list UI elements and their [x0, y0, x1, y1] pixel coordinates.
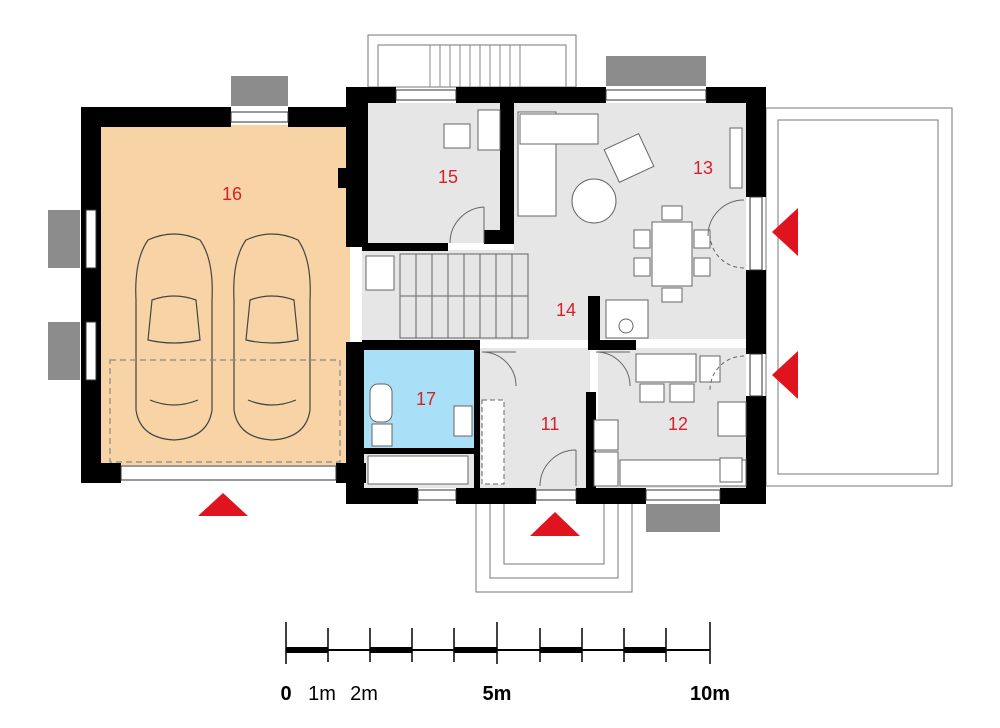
windows — [48, 56, 763, 532]
room-16-floor — [97, 125, 350, 465]
doors — [449, 199, 745, 487]
scale-label-2m: 2m — [350, 683, 378, 705]
entrance-arrow-kitchen — [772, 351, 798, 399]
furniture — [365, 109, 747, 487]
room-label-16: 16 — [222, 184, 242, 204]
scale-bar: 0 1m 2m 5m 10m — [280, 622, 730, 705]
scale-label-5m: 5m — [483, 683, 512, 705]
room-14-floor — [362, 250, 590, 340]
room-label-17: 17 — [416, 389, 436, 409]
scale-label-1m: 1m — [308, 683, 336, 705]
entrance-arrows — [198, 208, 798, 536]
entrance-arrow-front — [530, 512, 580, 536]
entrance-arrow-garage — [198, 493, 248, 516]
room-label-15: 15 — [438, 167, 458, 187]
room-label-14: 14 — [556, 300, 576, 320]
entrance-arrow-terrace — [772, 208, 798, 256]
walls — [81, 87, 766, 504]
scale-label-0: 0 — [280, 683, 291, 705]
garage-cars — [109, 233, 341, 463]
room-label-12: 12 — [668, 414, 688, 434]
room-label-13: 13 — [693, 158, 713, 178]
staircase — [399, 253, 529, 339]
room-label-11: 11 — [541, 414, 560, 434]
scale-label-10m: 10m — [690, 683, 730, 705]
